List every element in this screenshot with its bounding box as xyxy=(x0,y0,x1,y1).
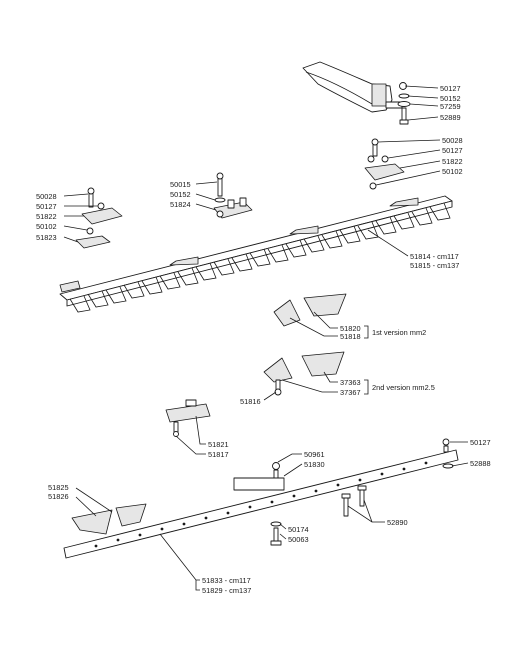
label-51818: 51818 xyxy=(340,332,361,341)
label-51816: 51816 xyxy=(240,397,261,406)
leader-lines xyxy=(63,85,469,591)
label-37363: 37363 xyxy=(340,378,361,387)
label-51820: 51820 xyxy=(340,324,361,333)
label-50127-left: 50127 xyxy=(36,202,57,211)
knife-head xyxy=(165,399,211,437)
label-50127-top: 50127 xyxy=(440,84,461,93)
label-51829: 51829 - cm137 xyxy=(202,586,251,595)
label-50152-top: 50152 xyxy=(440,94,461,103)
label-51826: 51826 xyxy=(48,492,69,501)
label-version-1: 1st version mm2 xyxy=(372,328,426,337)
label-50028-right: 50028 xyxy=(442,136,463,145)
label-51822-left: 51822 xyxy=(36,212,57,221)
section-v2 xyxy=(263,351,345,396)
label-50102-left: 50102 xyxy=(36,222,57,231)
label-52889: 52889 xyxy=(440,113,461,122)
label-51823: 51823 xyxy=(36,233,57,242)
label-51817: 51817 xyxy=(208,450,229,459)
label-51824: 51824 xyxy=(170,200,191,209)
guard-plates xyxy=(71,503,147,535)
label-51833: 51833 - cm117 xyxy=(202,576,251,585)
label-37367: 37367 xyxy=(340,388,361,397)
label-51830: 51830 xyxy=(304,460,325,469)
label-version-2: 2nd version mm2.5 xyxy=(372,383,435,392)
clip-assembly-left xyxy=(75,187,123,249)
bolt-stack-top xyxy=(397,82,411,125)
label-50028-left: 50028 xyxy=(36,192,57,201)
clip-assembly-right xyxy=(364,138,405,190)
label-51815: 51815 - cm137 xyxy=(410,261,459,270)
label-50961: 50961 xyxy=(304,450,325,459)
label-50127-right: 50127 xyxy=(442,146,463,155)
label-50127-bottom: 50127 xyxy=(470,438,491,447)
guard-arm xyxy=(302,61,403,113)
label-57259: 57259 xyxy=(440,102,461,111)
label-50015: 50015 xyxy=(170,180,191,189)
label-51825: 51825 xyxy=(48,483,69,492)
label-52890: 52890 xyxy=(387,518,408,527)
section-v1 xyxy=(273,293,347,327)
part-labels: 50127 50152 57259 52889 50028 50127 5182… xyxy=(36,84,491,595)
bottom-bar xyxy=(63,438,459,559)
label-52888: 52888 xyxy=(470,459,491,468)
label-50174: 50174 xyxy=(288,525,309,534)
label-51814: 51814 - cm117 xyxy=(410,252,459,261)
label-51821: 51821 xyxy=(208,440,229,449)
label-50102-right: 50102 xyxy=(442,167,463,176)
label-50063: 50063 xyxy=(288,535,309,544)
label-51822-right: 51822 xyxy=(442,157,463,166)
label-50152-center: 50152 xyxy=(170,190,191,199)
clip-center xyxy=(213,172,253,219)
sickle-bar xyxy=(59,195,453,313)
